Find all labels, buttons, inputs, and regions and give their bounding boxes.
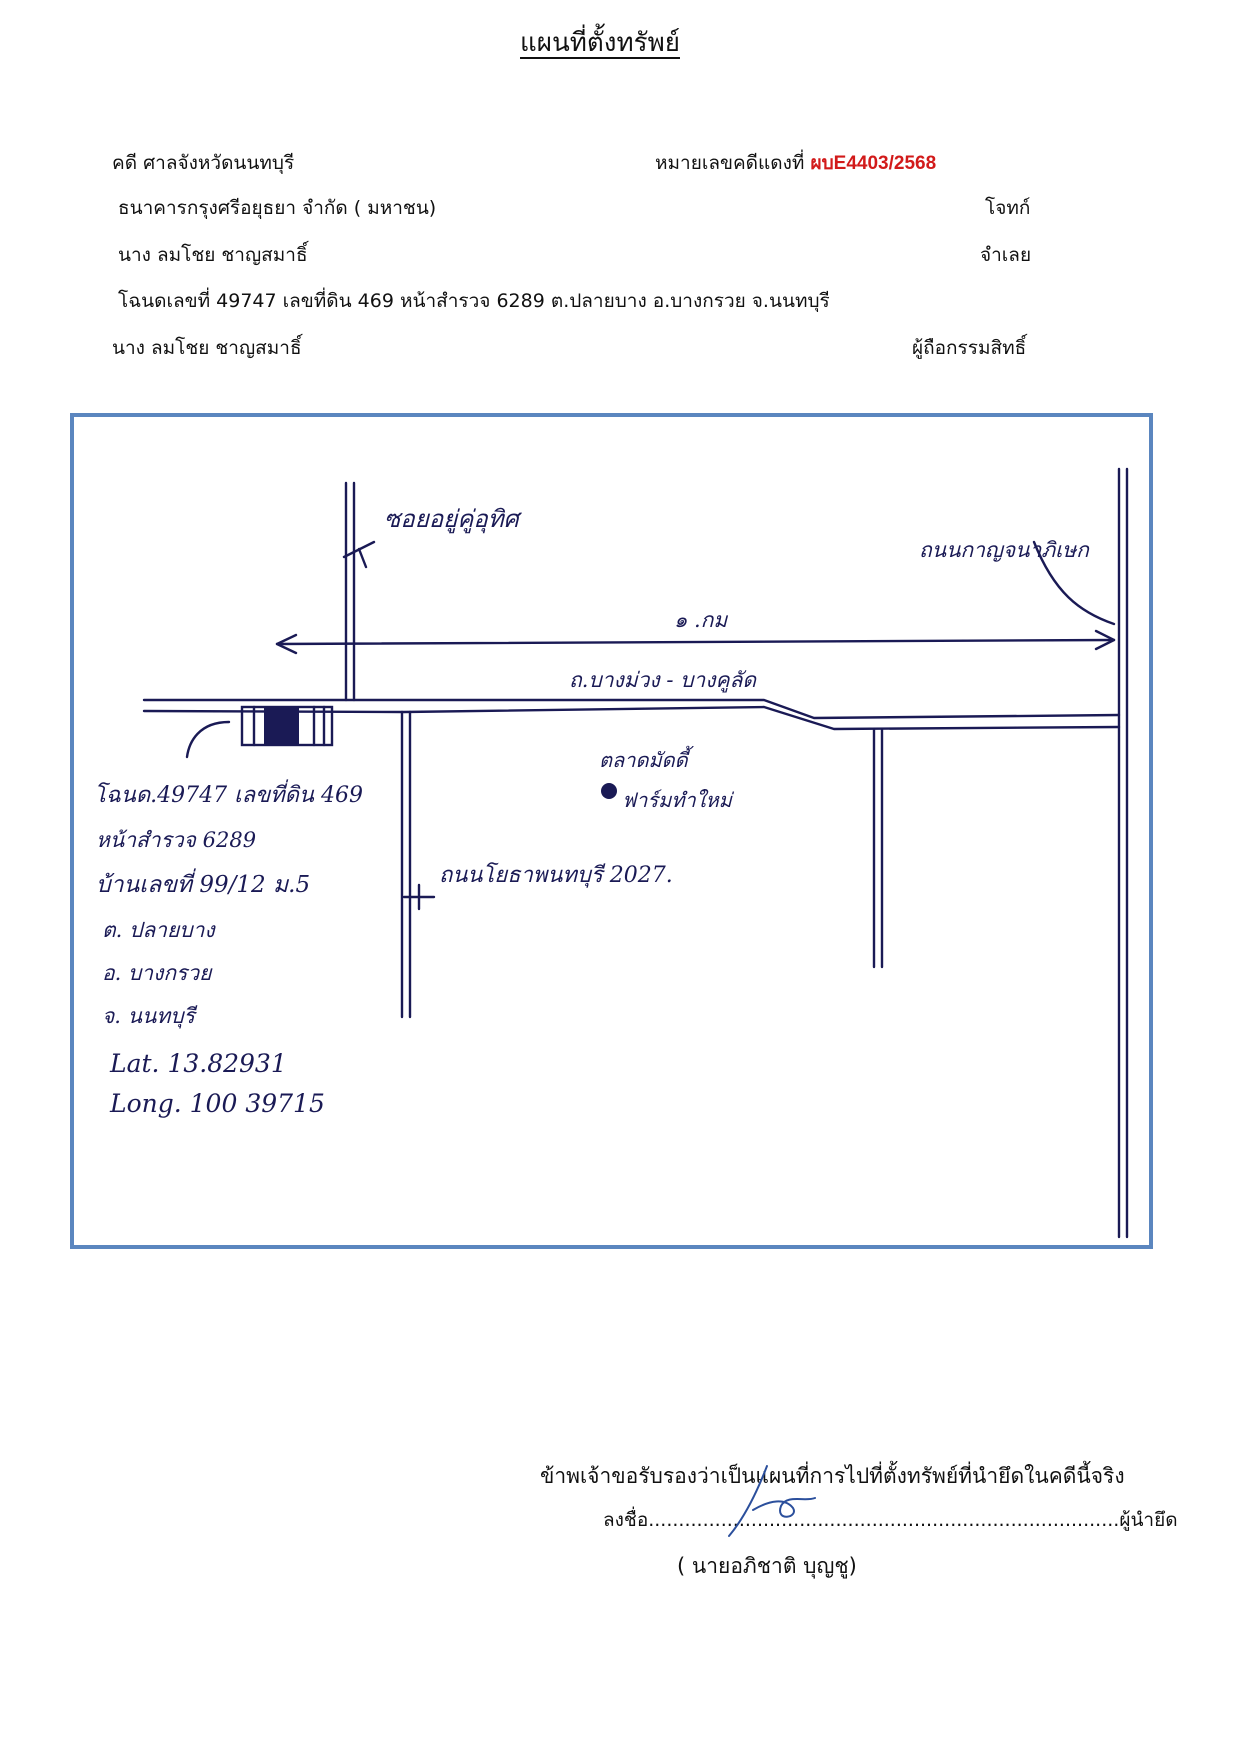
defendant-role: จำเลย: [980, 244, 1032, 266]
deed-note: โฉนด.49747 เลขที่ดิน 469: [94, 779, 363, 808]
hand-drawn-map: ซอยอยู่คู่อุทิศ ถนนกาญจนาภิเษก ๑ .กม ถ.บ…: [94, 467, 1129, 1239]
sign-line: ลงชื่อ..................................…: [603, 1505, 1178, 1535]
plaintiff-role: โจทก์: [985, 197, 1031, 219]
page-title: แผนที่ตั้งทรัพย์: [520, 28, 680, 58]
lat-note: Lat. 13.82931: [109, 1049, 287, 1078]
house-note: บ้านเลขที่ 99/12 ม.5: [96, 868, 310, 898]
distance-label: ๑ .กม: [674, 608, 728, 632]
plaintiff-name: ธนาคารกรุงศรีอยุธยา จำกัด ( มหาชน): [118, 197, 437, 219]
tambon-note: ต. ปลายบาง: [102, 918, 216, 942]
main-road-label: ถ.บางม่วง - บางคูลัด: [569, 668, 757, 693]
signer-name: ( นายอภิชาติ บุญชู): [677, 1554, 857, 1578]
long-note: Long. 100 39715: [109, 1089, 325, 1118]
sign-prefix: ลงชื่อ..................................…: [603, 1509, 1120, 1531]
location-map: ซอยอยู่คู่อุทิศ ถนนกาญจนาภิเษก ๑ .กม ถ.บ…: [70, 413, 1153, 1249]
market-label-2: ฟาร์มทำใหม่: [622, 788, 735, 812]
plot-block: [240, 705, 334, 747]
soi-label: ซอยอยู่คู่อุทิศ: [384, 505, 523, 534]
market-dot: [601, 783, 617, 799]
case-label: หมายเลขคดีแดงที่: [655, 152, 805, 174]
case-number: ผบE4403/2568: [810, 153, 937, 174]
market-label-1: ตลาดมัดดี้: [599, 745, 694, 772]
road-lines: [142, 467, 1129, 1239]
sign-role: ผู้นำยึด: [1119, 1509, 1178, 1531]
owner-name: นาง ลมโชย ชาญสมาธิ์: [112, 337, 302, 359]
amphoe-note: อ. บางกรวย: [102, 961, 213, 985]
highway-label: ถนนกาญจนาภิเษก: [919, 538, 1090, 562]
defendant-name: นาง ลมโชย ชาญสมาธิ์: [118, 244, 308, 266]
signature-scribble: [728, 1465, 816, 1537]
court-name: คดี ศาลจังหวัดนนทบุรี: [112, 152, 295, 174]
certification-statement: ข้าพเจ้าขอรับรองว่าเป็นแผนที่การไปที่ตั้…: [540, 1464, 1125, 1488]
owner-role: ผู้ถือกรรมสิทธิ์: [912, 337, 1027, 359]
side-road-label: ถนนโยธาพนทบุรี 2027.: [439, 862, 673, 888]
province-note: จ. นนทบุรี: [102, 1004, 198, 1029]
deed-info: โฉนดเลขที่ 49747 เลขที่ดิน 469 หน้าสำรวจ…: [118, 290, 830, 312]
case-number-line: หมายเลขคดีแดงที่ ผบE4403/2568: [655, 148, 936, 178]
survey-note: หน้าสำรวจ 6289: [96, 828, 256, 852]
